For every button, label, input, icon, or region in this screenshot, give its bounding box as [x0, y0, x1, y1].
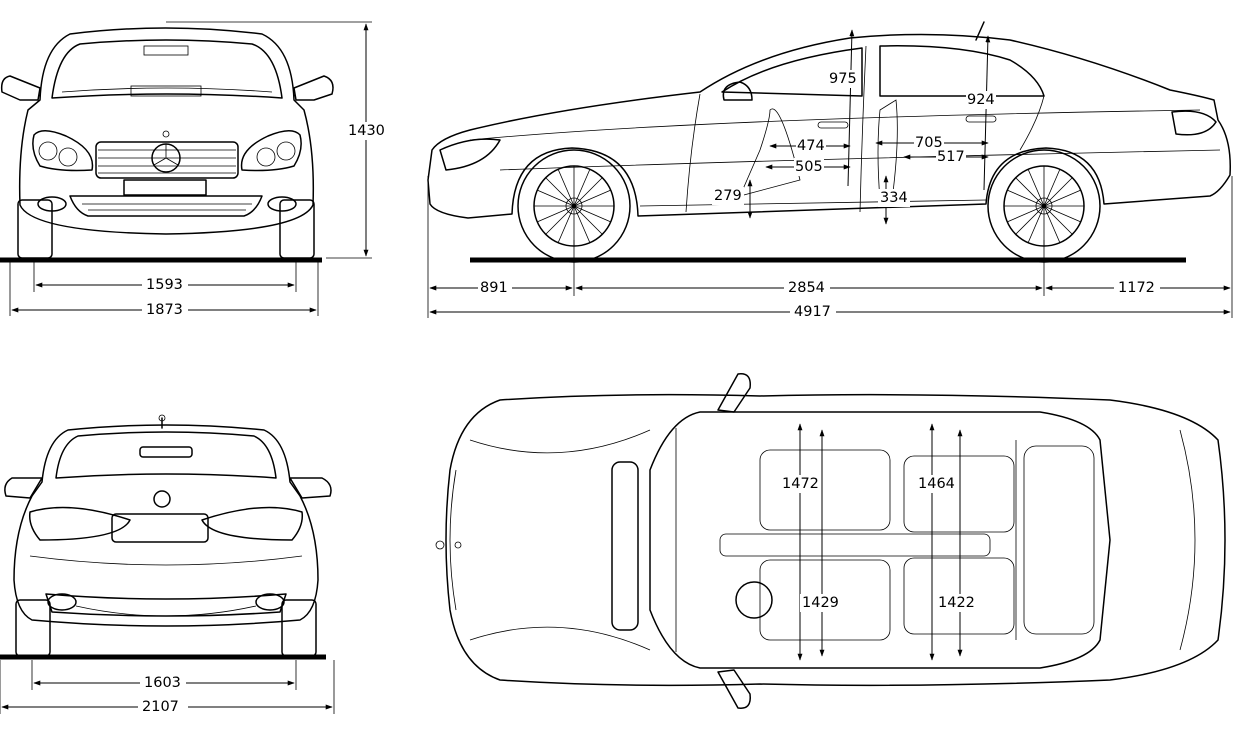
top-cabin-outline [649, 411, 1111, 669]
side-body-outline [427, 33, 1231, 219]
front-right-headlight [240, 130, 302, 172]
rear-body-outline [13, 424, 319, 627]
front-right-tire [279, 199, 315, 259]
top-steering-wheel [735, 581, 773, 619]
dim-front-legroom-a: 474 [797, 138, 825, 154]
dim-width-with-mirrors: 2107 [142, 699, 179, 715]
dim-front-track: 1593 [146, 277, 183, 293]
top-view [435, 373, 1226, 709]
side-view-dimensions: 891 2854 1172 4917 975 924 474 505 705 5… [427, 29, 1233, 321]
dim-overhang-rear: 1172 [1118, 280, 1155, 296]
top-front-left-seat [759, 449, 891, 531]
dim-front-shoulder: 1472 [782, 476, 819, 492]
top-lower-mirror [717, 669, 751, 709]
dim-rear-headroom: 924 [967, 92, 995, 108]
dim-overall-length: 4917 [794, 304, 831, 320]
front-view-dimensions: 1430 1593 1873 [9, 21, 385, 319]
front-left-headlight [32, 130, 94, 172]
top-rear-left-seat [903, 455, 1015, 533]
dim-wheelbase: 2854 [788, 280, 825, 296]
dim-front-elbow: 1429 [802, 595, 839, 611]
front-body-outline [18, 27, 315, 235]
dim-front-seat-height: 279 [714, 188, 742, 204]
dim-rear-elbow: 1422 [938, 595, 975, 611]
dim-front-headroom: 975 [829, 71, 857, 87]
front-left-mirror [0, 75, 41, 101]
front-grille [95, 141, 239, 179]
dim-rear-track: 1603 [144, 675, 181, 691]
dim-rear-legroom-a: 705 [915, 135, 943, 151]
front-windshield [51, 39, 283, 99]
side-view [427, 21, 1231, 263]
side-rear-window [879, 45, 1045, 97]
rear-left-exhaust [47, 593, 77, 611]
rear-window [55, 431, 277, 479]
top-view-dimensions: 1472 1429 1464 1422 [780, 423, 978, 661]
top-upper-mirror [717, 373, 751, 413]
dim-rear-legroom-b: 517 [937, 149, 965, 165]
top-center-console [719, 533, 991, 557]
rear-view-dimensions: 1603 2107 [0, 660, 335, 716]
rear-view [0, 414, 332, 660]
dim-front-legroom-b: 505 [795, 159, 823, 175]
dim-rear-seat-height: 334 [880, 190, 908, 206]
dim-overhang-front: 891 [480, 280, 508, 296]
dim-front-width: 1873 [146, 302, 183, 318]
front-plate [123, 179, 207, 196]
side-front-window [721, 47, 863, 97]
rear-right-exhaust [255, 593, 285, 611]
top-windshield-cowl [611, 461, 639, 631]
front-view [0, 27, 334, 263]
front-right-mirror [293, 75, 334, 101]
top-front-right-seat [759, 559, 891, 641]
dim-front-height: 1430 [348, 123, 385, 139]
front-lower-intake [69, 195, 263, 217]
rear-plate [111, 513, 209, 543]
top-body-outline [445, 393, 1226, 687]
dim-rear-shoulder: 1464 [918, 476, 955, 492]
